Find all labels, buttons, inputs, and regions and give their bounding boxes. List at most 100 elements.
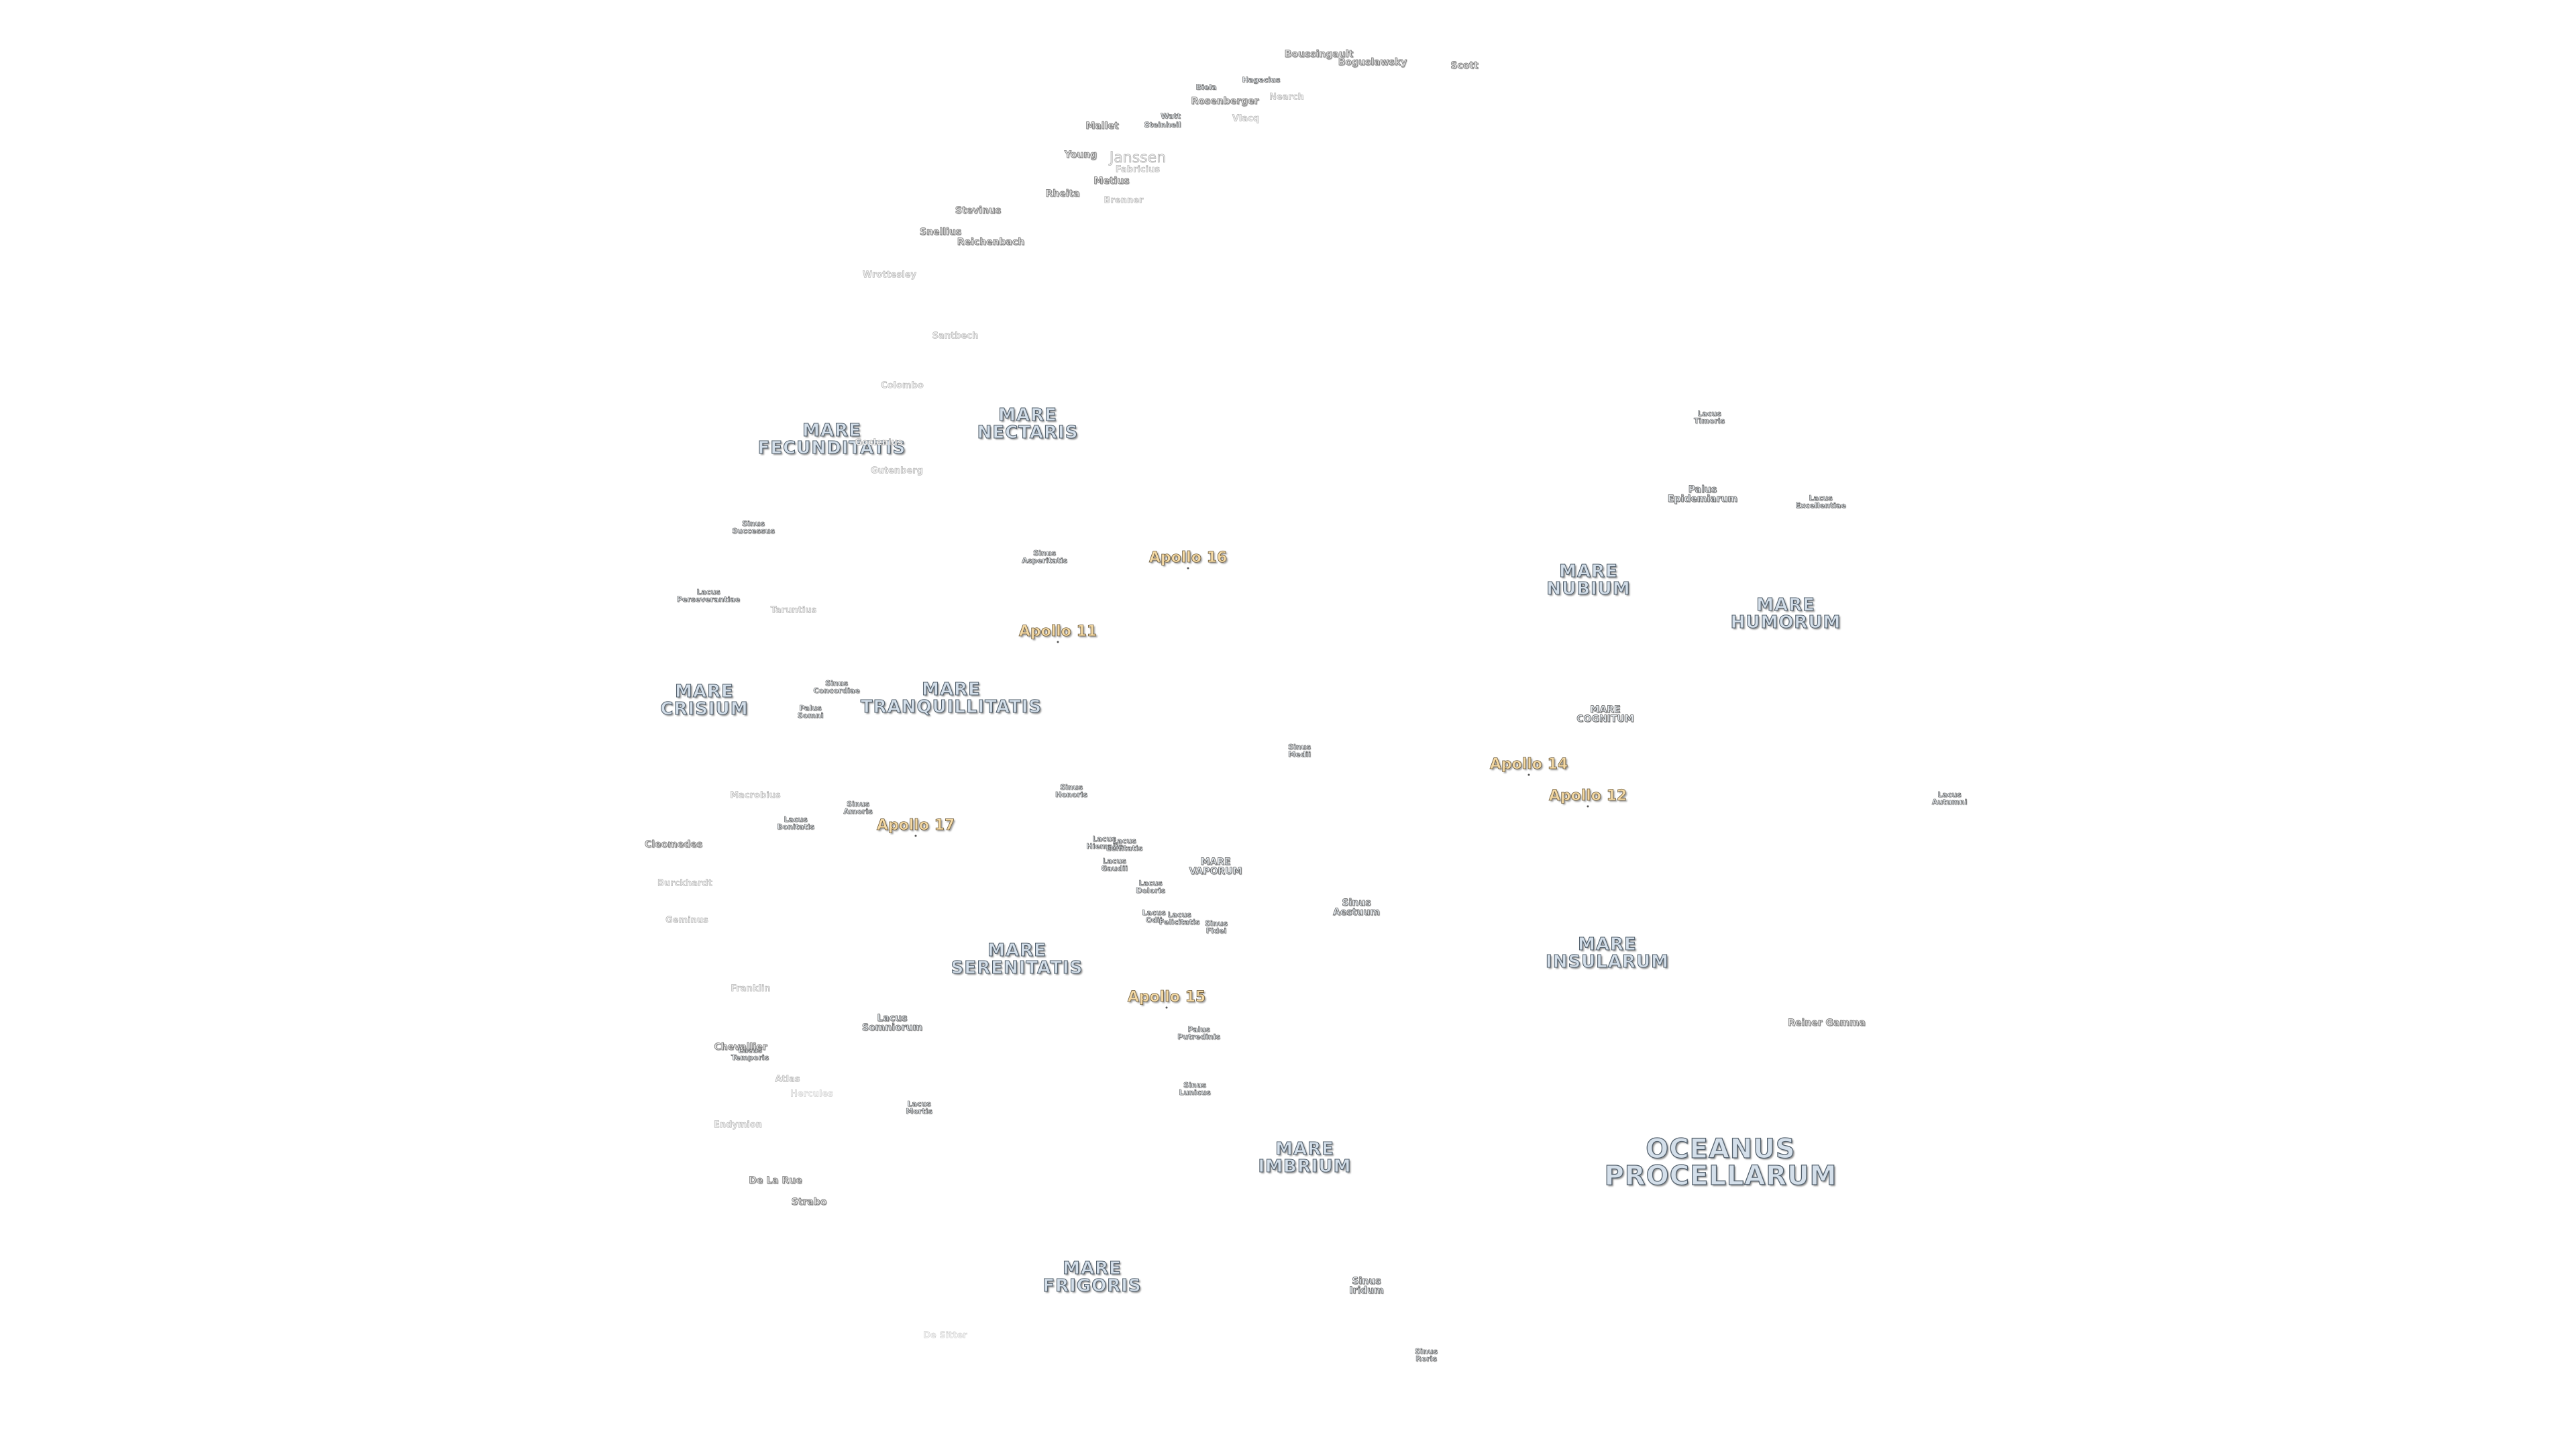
mare-label-label-line: MARE: [1756, 595, 1815, 615]
crater-label-snellius: Snellius: [919, 227, 962, 237]
feature-label-label-line: Excellentiae: [1795, 501, 1846, 510]
crater-label-atlas: Atlas: [775, 1074, 800, 1085]
feature-label-label-line: Successus: [732, 527, 775, 535]
mare-label-label-line: COGNITUM: [1576, 714, 1634, 724]
crater-label-watt: Watt: [1161, 111, 1181, 121]
crater-label-endymion: Endymion: [713, 1120, 763, 1130]
apollo-site-apollo-11: Apollo 11: [1018, 623, 1097, 640]
crater-label-chevallier: Chevallier: [714, 1042, 767, 1053]
mare-label-label-line: MARE: [998, 405, 1057, 425]
crater-label-goclenius: Goclenius: [855, 437, 903, 448]
crater-label-macrobius: Macrobius: [730, 790, 781, 801]
mare-label-label-line: MARE: [802, 421, 861, 441]
mare-label-label-line: PROCELLARUM: [1604, 1161, 1837, 1191]
crater-label-colombo: Colombo: [881, 380, 924, 391]
mare-label-label-line: MARE: [675, 682, 734, 702]
apollo-site-apollo-17: Apollo 17: [876, 817, 955, 834]
feature-label-label-line: Lacus: [784, 815, 808, 824]
feature-label-label-line: Roris: [1415, 1354, 1437, 1363]
feature-label-label-line: Asperitatis: [1022, 556, 1067, 565]
feature-label-label-line: Lacus: [1809, 494, 1833, 502]
feature-label-label-line: Lenitatis: [1106, 844, 1143, 853]
feature-label-label-line: Sinus: [1342, 898, 1371, 908]
crater-label-rheita: Rheita: [1045, 189, 1080, 199]
feature-label-label-line: Odii: [1145, 916, 1163, 924]
crater-label-geminus: Geminus: [665, 915, 708, 926]
crater-label-reiner-gamma: Reiner Gamma: [1788, 1018, 1866, 1028]
mare-label-label-line: INSULARUM: [1545, 952, 1669, 972]
feature-label-label-line: Perseverantiae: [676, 595, 741, 604]
feature-label-label-line: Iridum: [1349, 1285, 1384, 1296]
crater-label-nearch: Nearch: [1269, 92, 1304, 103]
mare-label-label-line: MARE: [1200, 857, 1231, 867]
crater-label-boguslawsky: Boguslawsky: [1338, 57, 1407, 68]
mare-label-label-line: MARE: [922, 680, 981, 700]
apollo-site-apollo-16: Apollo 16: [1148, 549, 1228, 566]
feature-label-label-line: Concordiae: [813, 686, 860, 695]
feature-label-label-line: Lacus: [1092, 835, 1116, 843]
feature-label-label-line: Lacus: [907, 1099, 931, 1108]
feature-label-label-line: Autumni: [1931, 798, 1968, 806]
apollo-site-apollo-14: Apollo 14: [1489, 756, 1568, 773]
mare-label-label-line: NUBIUM: [1546, 579, 1631, 599]
feature-label-label-line: Gaudii: [1101, 864, 1128, 873]
feature-label-label-line: Palus: [1688, 484, 1717, 495]
crater-label-stevinus: Stevinus: [955, 205, 1002, 216]
feature-label-label-line: Lacus: [1142, 908, 1166, 917]
feature-label-label-line: Amoris: [843, 807, 873, 816]
mare-label-label-line: MARE: [1590, 704, 1621, 715]
feature-label-label-line: Honoris: [1055, 790, 1088, 799]
crater-label-fabricius: Fabricius: [1115, 164, 1161, 175]
crater-label-de-la-rue: De La Rue: [749, 1175, 802, 1186]
mare-label-label-line: FECUNDITATIS: [757, 438, 906, 458]
feature-label-label-line: Sinus: [825, 679, 849, 688]
mare-label-label-line: SERENITATIS: [951, 958, 1083, 978]
crater-label-de-sitter: De Sitter: [923, 1330, 967, 1341]
feature-label-label-line: Putredinis: [1177, 1032, 1220, 1041]
crater-label-janssen: Janssen: [1109, 150, 1167, 166]
crater-label-wrottesley: Wrottesley: [862, 270, 917, 280]
mare-label-label-line: IMBRIUM: [1258, 1157, 1352, 1177]
mare-label-label-line: CRISIUM: [660, 699, 749, 719]
feature-label-label-line: Sinus: [1205, 919, 1228, 928]
mare-label-label-line: NECTARIS: [977, 423, 1079, 443]
crater-label-reichenbach: Reichenbach: [957, 237, 1025, 248]
feature-label-label-line: Palus: [799, 704, 822, 712]
crater-label-franklin: Franklin: [731, 983, 771, 994]
feature-label-label-line: Temporis: [731, 1053, 769, 1062]
mare-label-label-line: MARE: [987, 941, 1046, 961]
crater-label-rosenberger: Rosenberger: [1191, 96, 1259, 107]
crater-label-strabo: Strabo: [791, 1197, 827, 1208]
crater-label-gutenberg: Gutenberg: [870, 466, 924, 476]
feature-label-label-line: Sinus: [1033, 549, 1057, 557]
feature-label-label-line: Sinus: [742, 519, 765, 528]
feature-label-label-line: Lacus: [696, 588, 720, 596]
crater-label-hagecius: Hagecius: [1242, 75, 1281, 85]
apollo-landing-marker: [1057, 641, 1059, 643]
mare-label-label-line: TRANQUILLITATIS: [860, 697, 1042, 717]
feature-label-label-line: Sinus: [1352, 1276, 1381, 1287]
